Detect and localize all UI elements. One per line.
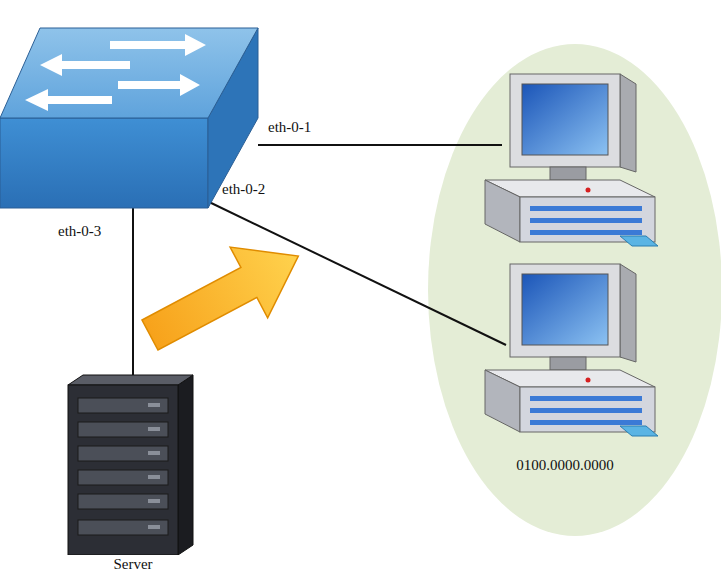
- pc-icon: [470, 72, 660, 252]
- node-label: Server: [113, 555, 152, 573]
- flow-arrow: [131, 221, 317, 371]
- wire: [258, 144, 502, 146]
- port-label: eth-0-2: [222, 180, 265, 198]
- server-icon: [58, 370, 208, 555]
- port-label: eth-0-3: [58, 222, 101, 240]
- pc-icon: [470, 262, 660, 442]
- pc-node: 0100.0000.0000: [470, 262, 660, 474]
- group-ellipse: [428, 44, 721, 536]
- wire: [132, 205, 134, 378]
- switch-symbol: [0, 28, 258, 208]
- pc-symbol: [470, 72, 660, 252]
- node-label: 0100.0000.0000: [516, 456, 614, 474]
- port-label: eth-0-1: [268, 118, 311, 136]
- server-node: Server: [58, 370, 208, 573]
